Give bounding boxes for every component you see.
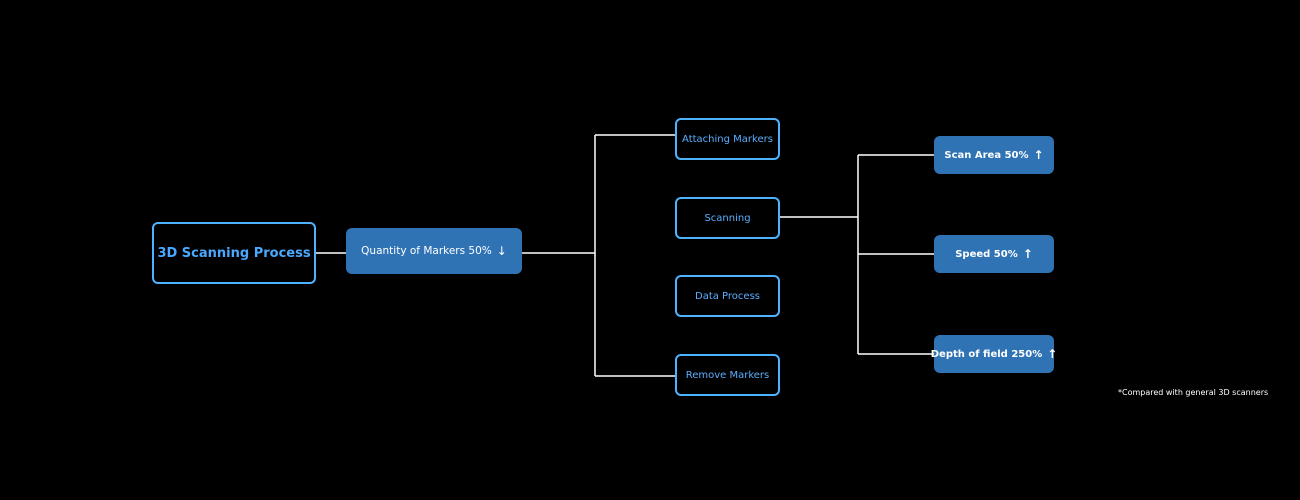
arrow-up-icon: ↑	[1033, 148, 1044, 162]
benefit-node-speed: Speed 50% ↑	[934, 235, 1054, 273]
step-label: Attaching Markers	[682, 133, 773, 145]
step-node-scanning: Scanning	[675, 197, 780, 239]
step-node-remove-markers: Remove Markers	[675, 354, 780, 396]
reduction-node: Quantity of Markers 50% ↓	[346, 228, 522, 274]
footnote: *Compared with general 3D scanners	[1118, 388, 1269, 397]
root-node: 3D Scanning Process	[152, 222, 316, 284]
reduction-label: Quantity of Markers 50%	[361, 245, 492, 257]
step-label: Remove Markers	[685, 369, 770, 381]
root-label: 3D Scanning Process	[157, 245, 311, 261]
arrow-down-icon: ↓	[496, 244, 507, 258]
arrow-up-icon: ↑	[1022, 247, 1033, 261]
step-label: Scanning	[704, 212, 751, 224]
benefit-node-scan-area: Scan Area 50% ↑	[934, 136, 1054, 174]
benefit-node-depth-of-field: Depth of field 250% ↑	[930, 335, 1058, 373]
step-label: Data Process	[695, 290, 760, 302]
step-node-attaching-markers: Attaching Markers	[675, 118, 780, 160]
step-node-data-process: Data Process	[675, 275, 780, 317]
benefit-label: Speed 50%	[955, 248, 1018, 260]
arrow-up-icon: ↑	[1047, 347, 1058, 361]
benefit-label: Scan Area 50%	[944, 149, 1029, 161]
benefit-label: Depth of field 250%	[930, 348, 1043, 360]
